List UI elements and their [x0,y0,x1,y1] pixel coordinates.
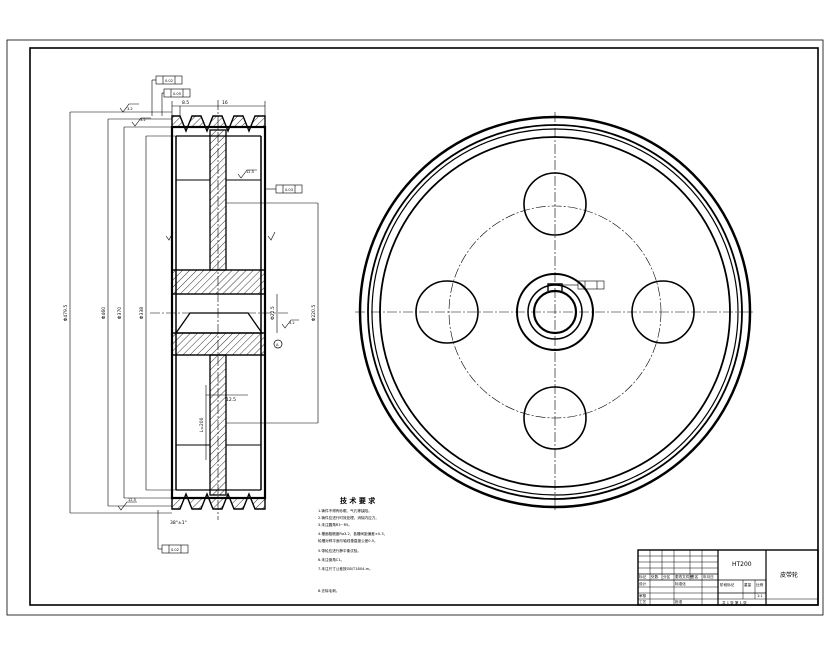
tb-label: 签名 [691,574,699,579]
bore-dia-label: Φ22.5 [270,306,276,320]
tech-req-item: 7.未注尺寸公差按GB/T1804-m。 [318,566,373,571]
roughness-label-1: 3.2 [127,107,133,111]
tb-label: 分区 [663,574,671,579]
tech-req-item: 5.带轮应进行静平衡试验。 [318,548,361,553]
sheet-inner-border [29,47,819,606]
hub-lower-hatch [171,332,266,356]
tech-requirements-title: 技 术 要 求 [340,496,376,505]
tech-req-item: 1.铸件不得有砂眼、气孔等缺陷。 [318,508,372,513]
tolerance-frames [151,75,303,554]
roughness-label-2: 3.2 [140,118,146,122]
diameter-dimensions [69,101,319,514]
roughness-label-3: 12.5 [246,170,254,174]
tech-req-item: 4.槽面粗糙度Ra3.2，各槽间距偏差±0.3， [318,531,387,536]
dia3-label: Φ370 [117,307,123,319]
tb-label: 更改文件号 [675,574,693,579]
outer-dia-label: Φ479.5 [63,305,69,322]
roughness-symbols [117,103,299,511]
roughness-label-5: 12.5 [128,498,136,502]
datum-label: A [276,343,279,347]
tolerance-value-4: 0.02 [171,548,179,552]
tb-label: 比例 [756,582,764,587]
part-name-label: 皮带轮 [780,571,798,579]
right-dia-label: Φ220.5 [311,305,317,322]
section-view: Φ479.5 Φ460 Φ370 Φ338 Φ220.5 Φ22.5 8.5 1… [63,75,319,554]
tech-req-item: 8.去除毛刺。 [318,588,339,593]
web-label: 12.5 [226,397,236,403]
top-grooves [171,115,266,133]
front-view [355,112,755,512]
tolerance-value-2: 0.05 [173,92,181,96]
tb-label: 阶段标记 [720,582,735,587]
tech-req-item: 2.铸件应进行时效处理，消除内应力。 [318,515,379,520]
tb-label: 工艺 [639,599,647,604]
tb-label: 审核 [639,593,647,598]
title-block-text: 标记 处数 分区 更改文件号 签名 年月日 设计 标准化 阶段标记 重量 比例 … [639,561,798,605]
sheet-label: 共 1 张 第 1 张 [722,600,747,605]
tolerance-value-1: 0.02 [165,79,173,83]
tech-req-item: 3.未注圆角R3~R5。 [318,522,352,527]
bottom-grooves [171,492,266,510]
tb-label: 批准 [675,599,683,604]
title-block [637,549,819,606]
hub-upper-hatch [171,269,266,295]
tolerance-value-3: 0.03 [285,188,293,192]
roughness-label-4: 3.2 [289,321,295,325]
tb-label: 标准化 [675,581,686,586]
sheet-outer-border [6,39,824,616]
datum-symbol [273,339,283,349]
tb-label: 处数 [651,574,659,579]
tech-req-item: 6.未注倒角C1。 [318,557,344,562]
bore-keyway [174,312,264,334]
groove-offset-label: 8.5 [182,100,189,106]
groove-angle-label: 38°±1° [170,520,187,526]
tb-label: 重量 [744,582,752,587]
length-label: L=200 [199,417,205,432]
tb-label: 设计 [639,581,647,586]
tb-label: 年月日 [703,574,714,579]
tech-requirements: 技 术 要 求 1.铸件不得有砂眼、气孔等缺陷。 2.铸件应进行时效处理，消除内… [318,496,387,593]
material-label: HT200 [732,561,752,568]
scale-label: 1:1 [757,594,763,598]
dia4-label: Φ338 [139,307,145,319]
tb-label: 标记 [639,574,647,579]
tech-req-item: 轮槽对称平面与轴线垂直度公差0.5。 [318,538,378,543]
groove-width-label: 16 [222,100,228,106]
mid-dia-label: Φ460 [101,307,107,319]
